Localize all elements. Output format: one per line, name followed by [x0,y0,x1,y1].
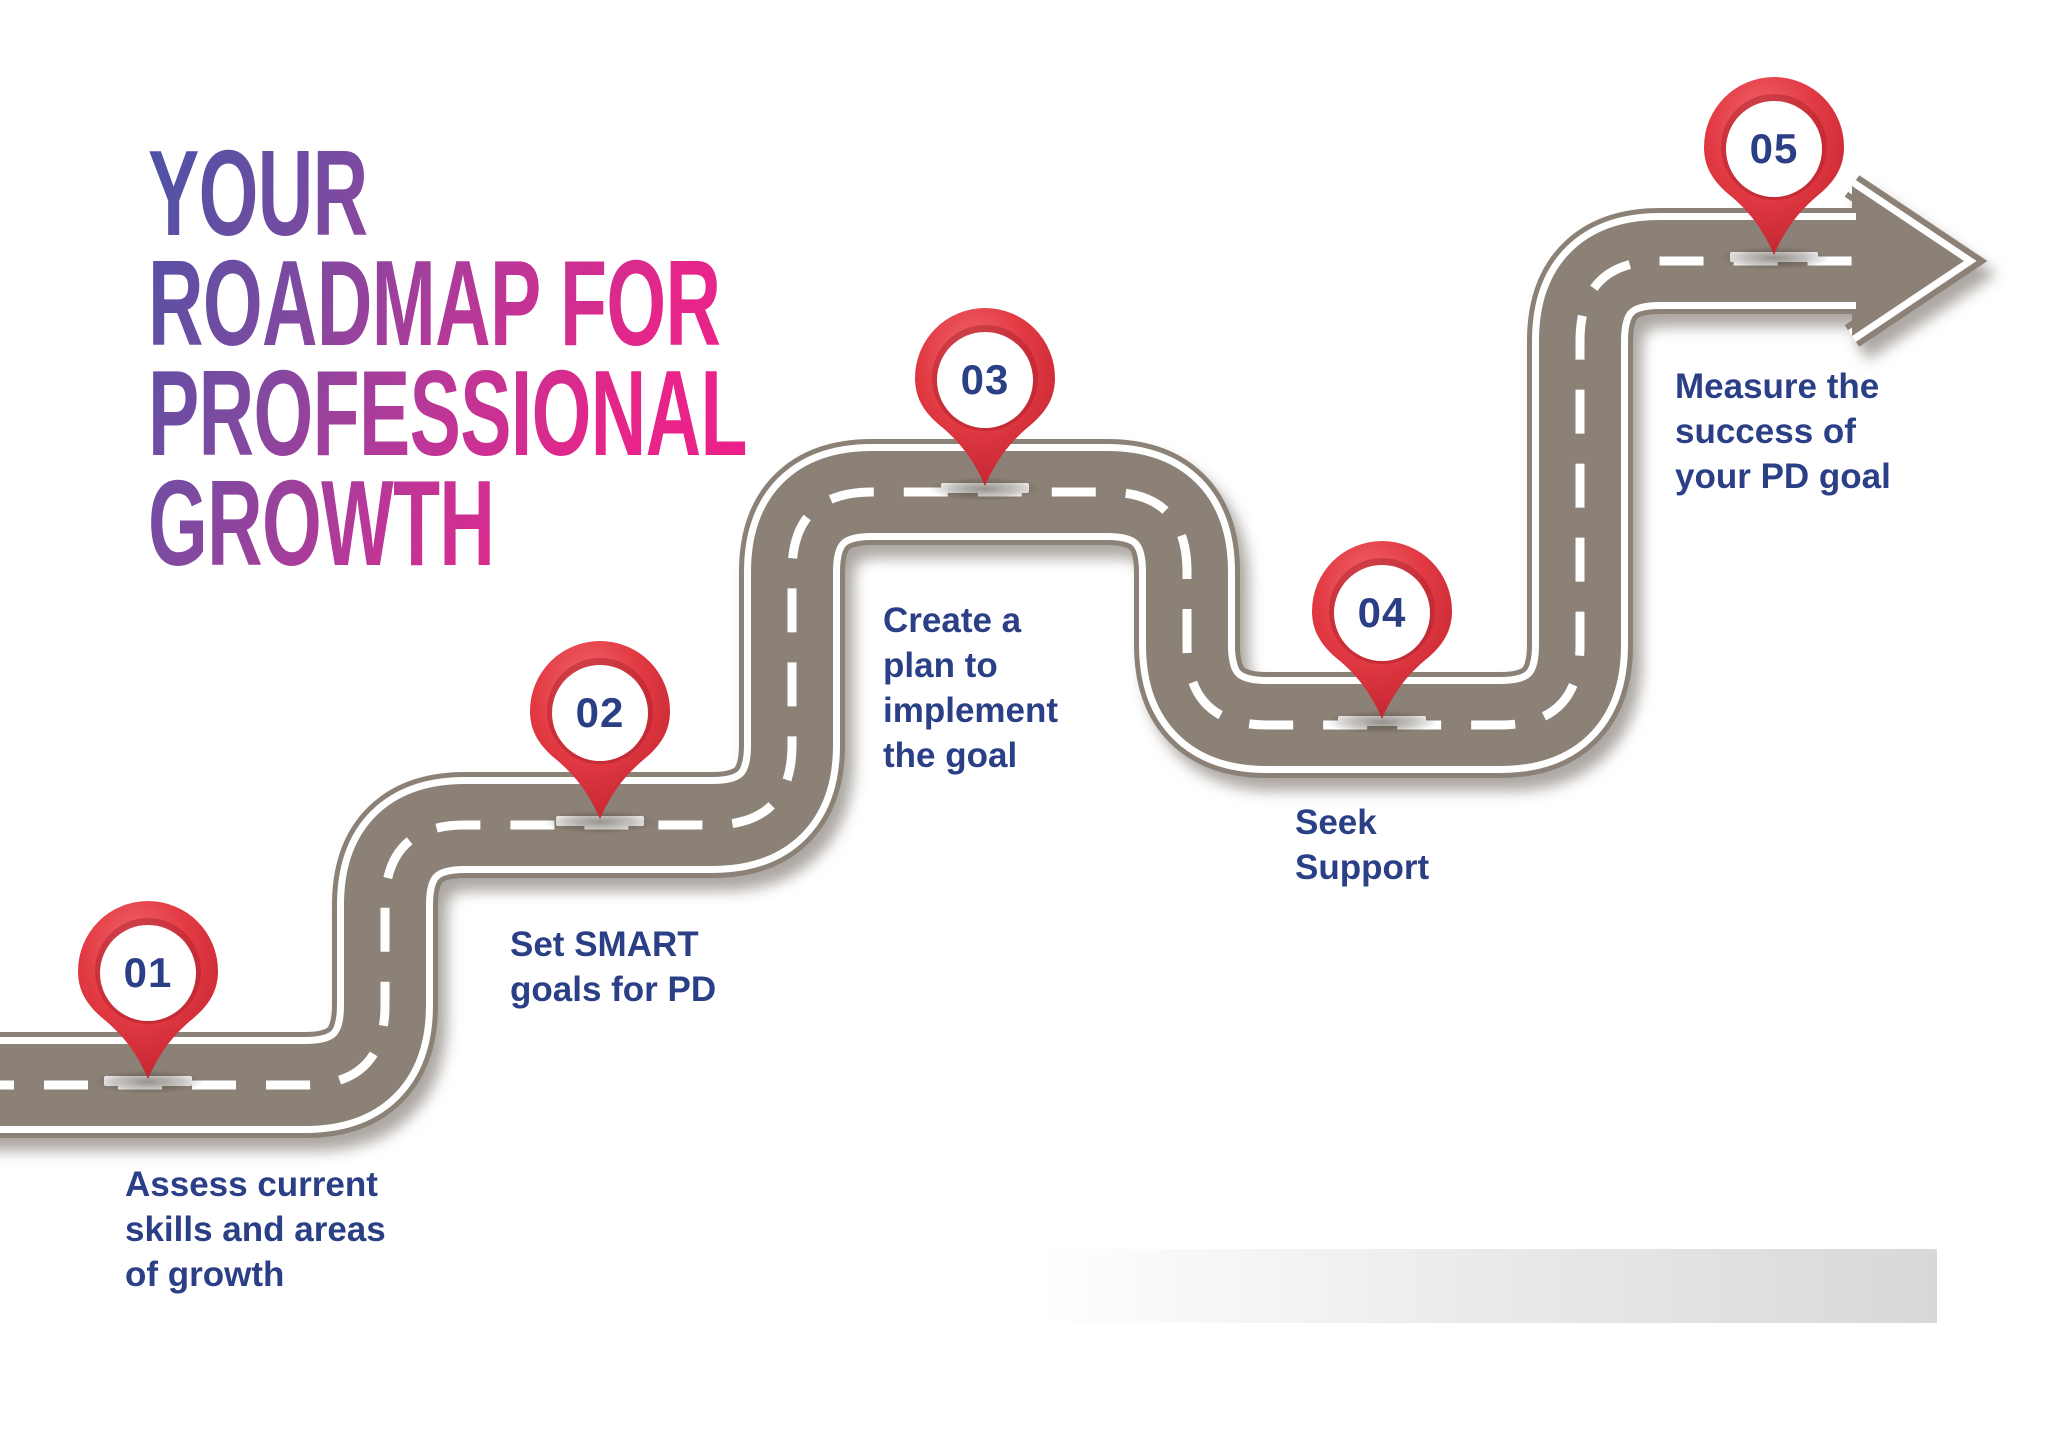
footer-watermark-bar [1037,1249,1937,1323]
label-line: skills and areas [125,1210,386,1249]
label-line: Measure the [1675,367,1880,406]
label-line: Set SMART [510,925,699,964]
pin-number: 01 [124,949,173,996]
pin-01: 01 [78,901,218,1094]
pin-04: 04 [1312,541,1452,734]
milestone-label-1: Assess current skills and areas of growt… [125,1162,386,1297]
label-line: success of [1675,412,1856,451]
title-line: YOUR [148,125,368,261]
label-line: plan to [883,646,998,685]
pin-number: 02 [576,689,625,736]
label-line: implement [883,691,1059,730]
milestone-label-3: Create a plan to implement the goal [883,598,1058,778]
pin-number: 05 [1750,125,1799,172]
title-line: PROFESSIONAL [148,345,747,481]
label-line: Assess current [125,1165,378,1204]
milestone-label-2: Set SMART goals for PD [510,922,716,1012]
pin-05: 05 [1704,77,1844,270]
title-line: GROWTH [148,455,495,591]
label-line: Create a [883,601,1022,640]
title-line: ROADMAP FOR [148,235,721,371]
label-line: goals for PD [510,970,717,1009]
pin-03: 03 [915,308,1055,501]
label-line: your PD goal [1675,457,1891,496]
pin-number: 03 [961,356,1010,403]
milestone-label-4: Seek Support [1295,800,1429,890]
label-line: Seek [1295,803,1377,842]
milestone-label-5: Measure the success of your PD goal [1675,364,1891,499]
page-title: YOUR ROADMAP FOR PROFESSIONAL GROWTH [148,138,747,578]
label-line: of growth [125,1255,285,1294]
pin-number: 04 [1358,589,1407,636]
pin-02: 02 [530,641,670,834]
label-line: Support [1295,848,1430,887]
label-line: the goal [883,736,1018,775]
road-arrow-icon [1844,175,1988,347]
